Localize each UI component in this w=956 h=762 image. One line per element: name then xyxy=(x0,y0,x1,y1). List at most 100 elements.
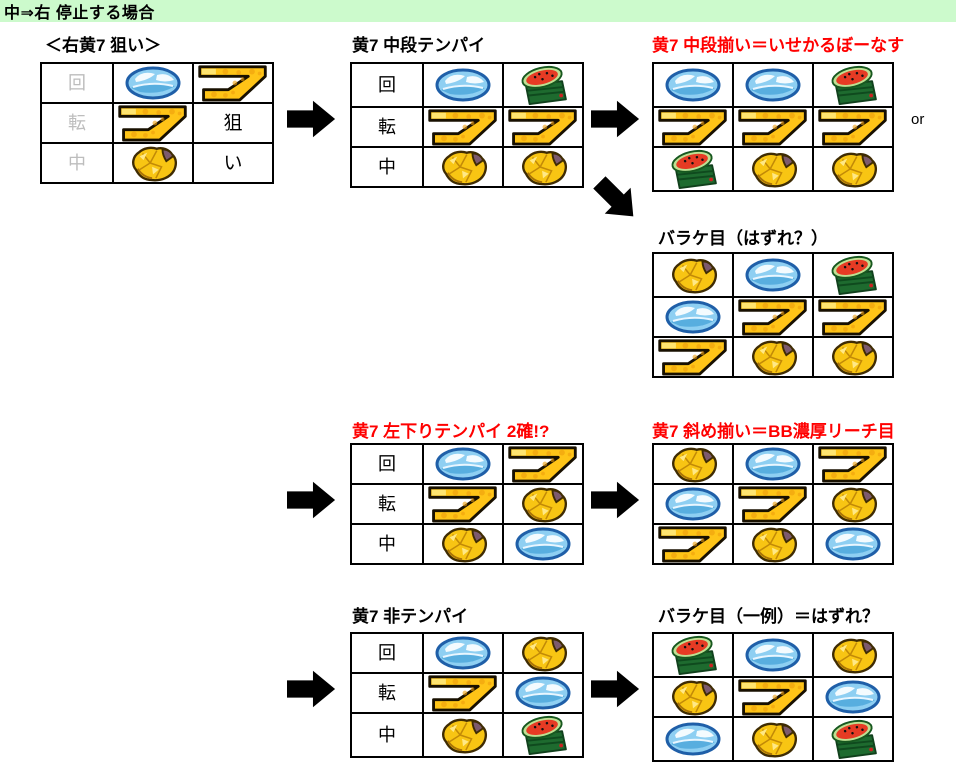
symbol-bell-icon xyxy=(652,443,734,485)
symbol-yellow7-icon xyxy=(732,483,814,525)
symbol-yellow7-icon xyxy=(422,106,504,148)
reel-row-label: 回 xyxy=(350,443,424,485)
symbol-yellow7-icon xyxy=(502,106,584,148)
symbol-yellow7-icon xyxy=(652,523,734,565)
symbol-yellow7-icon xyxy=(812,296,894,338)
reel-row: 中 xyxy=(350,523,584,565)
symbol-replay-icon xyxy=(502,672,584,714)
reel-row: 中 xyxy=(350,712,584,758)
symbol-replay-icon xyxy=(812,676,894,718)
heading-chudan-soroi: 黄7 中段揃い＝いせかるぼーなす xyxy=(652,36,905,55)
reel-row xyxy=(652,336,894,378)
symbol-replay-icon xyxy=(422,62,504,108)
symbol-bell-icon xyxy=(812,336,894,378)
reel-row: 転 xyxy=(350,483,584,525)
reel-row-label: 転 xyxy=(350,672,424,714)
symbol-yellow7-icon xyxy=(192,62,274,104)
reel-row xyxy=(652,523,894,565)
heading-chudan-tenpai: 黄7 中段テンパイ xyxy=(352,36,486,55)
symbol-yellow7-icon xyxy=(652,106,734,148)
reel-table-barake1 xyxy=(652,252,894,378)
symbol-yellow7-icon xyxy=(422,672,504,714)
reel-table-hi-tenpai: 回転中 xyxy=(350,632,584,758)
heading-hi-tenpai: 黄7 非テンパイ xyxy=(352,607,469,626)
symbol-replay-icon xyxy=(502,523,584,565)
reel-table-barake2 xyxy=(652,632,894,762)
symbol-watermelon-icon xyxy=(502,62,584,108)
reel-row xyxy=(652,676,894,718)
reel-table-chudan-soroi xyxy=(652,62,894,192)
symbol-yellow7-icon xyxy=(732,676,814,718)
arrow-down-right-icon xyxy=(584,167,649,232)
symbol-replay-icon xyxy=(652,483,734,525)
symbol-bell-icon xyxy=(732,523,814,565)
heading-hidarisagari: 黄7 左下りテンパイ 2確!? xyxy=(352,422,550,441)
symbol-replay-icon xyxy=(422,632,504,674)
symbol-yellow7-icon xyxy=(812,106,894,148)
symbol-replay-icon xyxy=(732,62,814,108)
symbol-yellow7-icon xyxy=(652,336,734,378)
symbol-replay-icon xyxy=(422,443,504,485)
reel-row: 回 xyxy=(350,443,584,485)
symbol-yellow7-icon xyxy=(732,296,814,338)
symbol-yellow7-icon xyxy=(502,443,584,485)
reel-row xyxy=(652,296,894,338)
reel-row-label: 転 xyxy=(40,102,114,144)
symbol-yellow7-icon xyxy=(422,483,504,525)
symbol-watermelon-icon xyxy=(502,712,584,758)
page-header: 中⇒右 停止する場合 xyxy=(0,0,956,22)
symbol-bell-icon xyxy=(502,632,584,674)
arrow-right-icon xyxy=(287,479,337,521)
aim-text-cell: い xyxy=(192,142,274,184)
reel-row-label: 中 xyxy=(350,712,424,758)
aim-text-cell: 狙 xyxy=(192,102,274,144)
symbol-bell-icon xyxy=(502,483,584,525)
reel-row: 転 xyxy=(350,672,584,714)
reel-table-aim: 回転狙中い xyxy=(40,62,274,184)
symbol-replay-icon xyxy=(732,443,814,485)
reel-table-chudan-tenpai: 回転中 xyxy=(350,62,584,188)
reel-row: 転狙 xyxy=(40,102,274,144)
symbol-watermelon-icon xyxy=(812,716,894,762)
reel-row xyxy=(652,62,894,108)
or-label: or xyxy=(911,111,925,128)
arrow-right-icon xyxy=(591,479,641,521)
symbol-bell-icon xyxy=(422,712,504,758)
symbol-bell-icon xyxy=(652,676,734,718)
symbol-replay-icon xyxy=(652,296,734,338)
symbol-bell-icon xyxy=(422,146,504,188)
symbol-yellow7-icon xyxy=(112,102,194,144)
reel-row-label: 回 xyxy=(40,62,114,104)
symbol-bell-icon xyxy=(732,336,814,378)
reel-row: 転 xyxy=(350,106,584,148)
symbol-watermelon-icon xyxy=(812,252,894,298)
reel-row-label: 転 xyxy=(350,483,424,525)
reel-row-label: 回 xyxy=(350,632,424,674)
symbol-bell-icon xyxy=(812,483,894,525)
symbol-replay-icon xyxy=(112,62,194,104)
symbol-watermelon-icon xyxy=(652,632,734,678)
heading-aim: ＜右黄7 狙い＞ xyxy=(45,36,162,55)
reel-row-label: 中 xyxy=(350,523,424,565)
symbol-bell-icon xyxy=(732,716,814,762)
arrow-right-icon xyxy=(287,668,337,710)
symbol-bell-icon xyxy=(422,523,504,565)
symbol-replay-icon xyxy=(732,632,814,678)
reel-table-hidarisagari: 回転中 xyxy=(350,443,584,565)
arrow-right-icon xyxy=(591,668,641,710)
symbol-watermelon-icon xyxy=(812,62,894,108)
heading-barake1: バラケ目（はずれ？） xyxy=(658,229,828,248)
symbol-bell-icon xyxy=(112,142,194,184)
symbol-bell-icon xyxy=(732,146,814,192)
symbol-replay-icon xyxy=(732,252,814,298)
reel-row: 中い xyxy=(40,142,274,184)
symbol-bell-icon xyxy=(812,632,894,678)
symbol-bell-icon xyxy=(652,252,734,298)
reel-row: 回 xyxy=(350,62,584,108)
reel-row-label: 回 xyxy=(350,62,424,108)
symbol-bell-icon xyxy=(502,146,584,188)
reel-row-label: 中 xyxy=(350,146,424,188)
reel-row-label: 転 xyxy=(350,106,424,148)
page-title: 中⇒右 停止する場合 xyxy=(4,5,155,22)
reel-row xyxy=(652,146,894,192)
